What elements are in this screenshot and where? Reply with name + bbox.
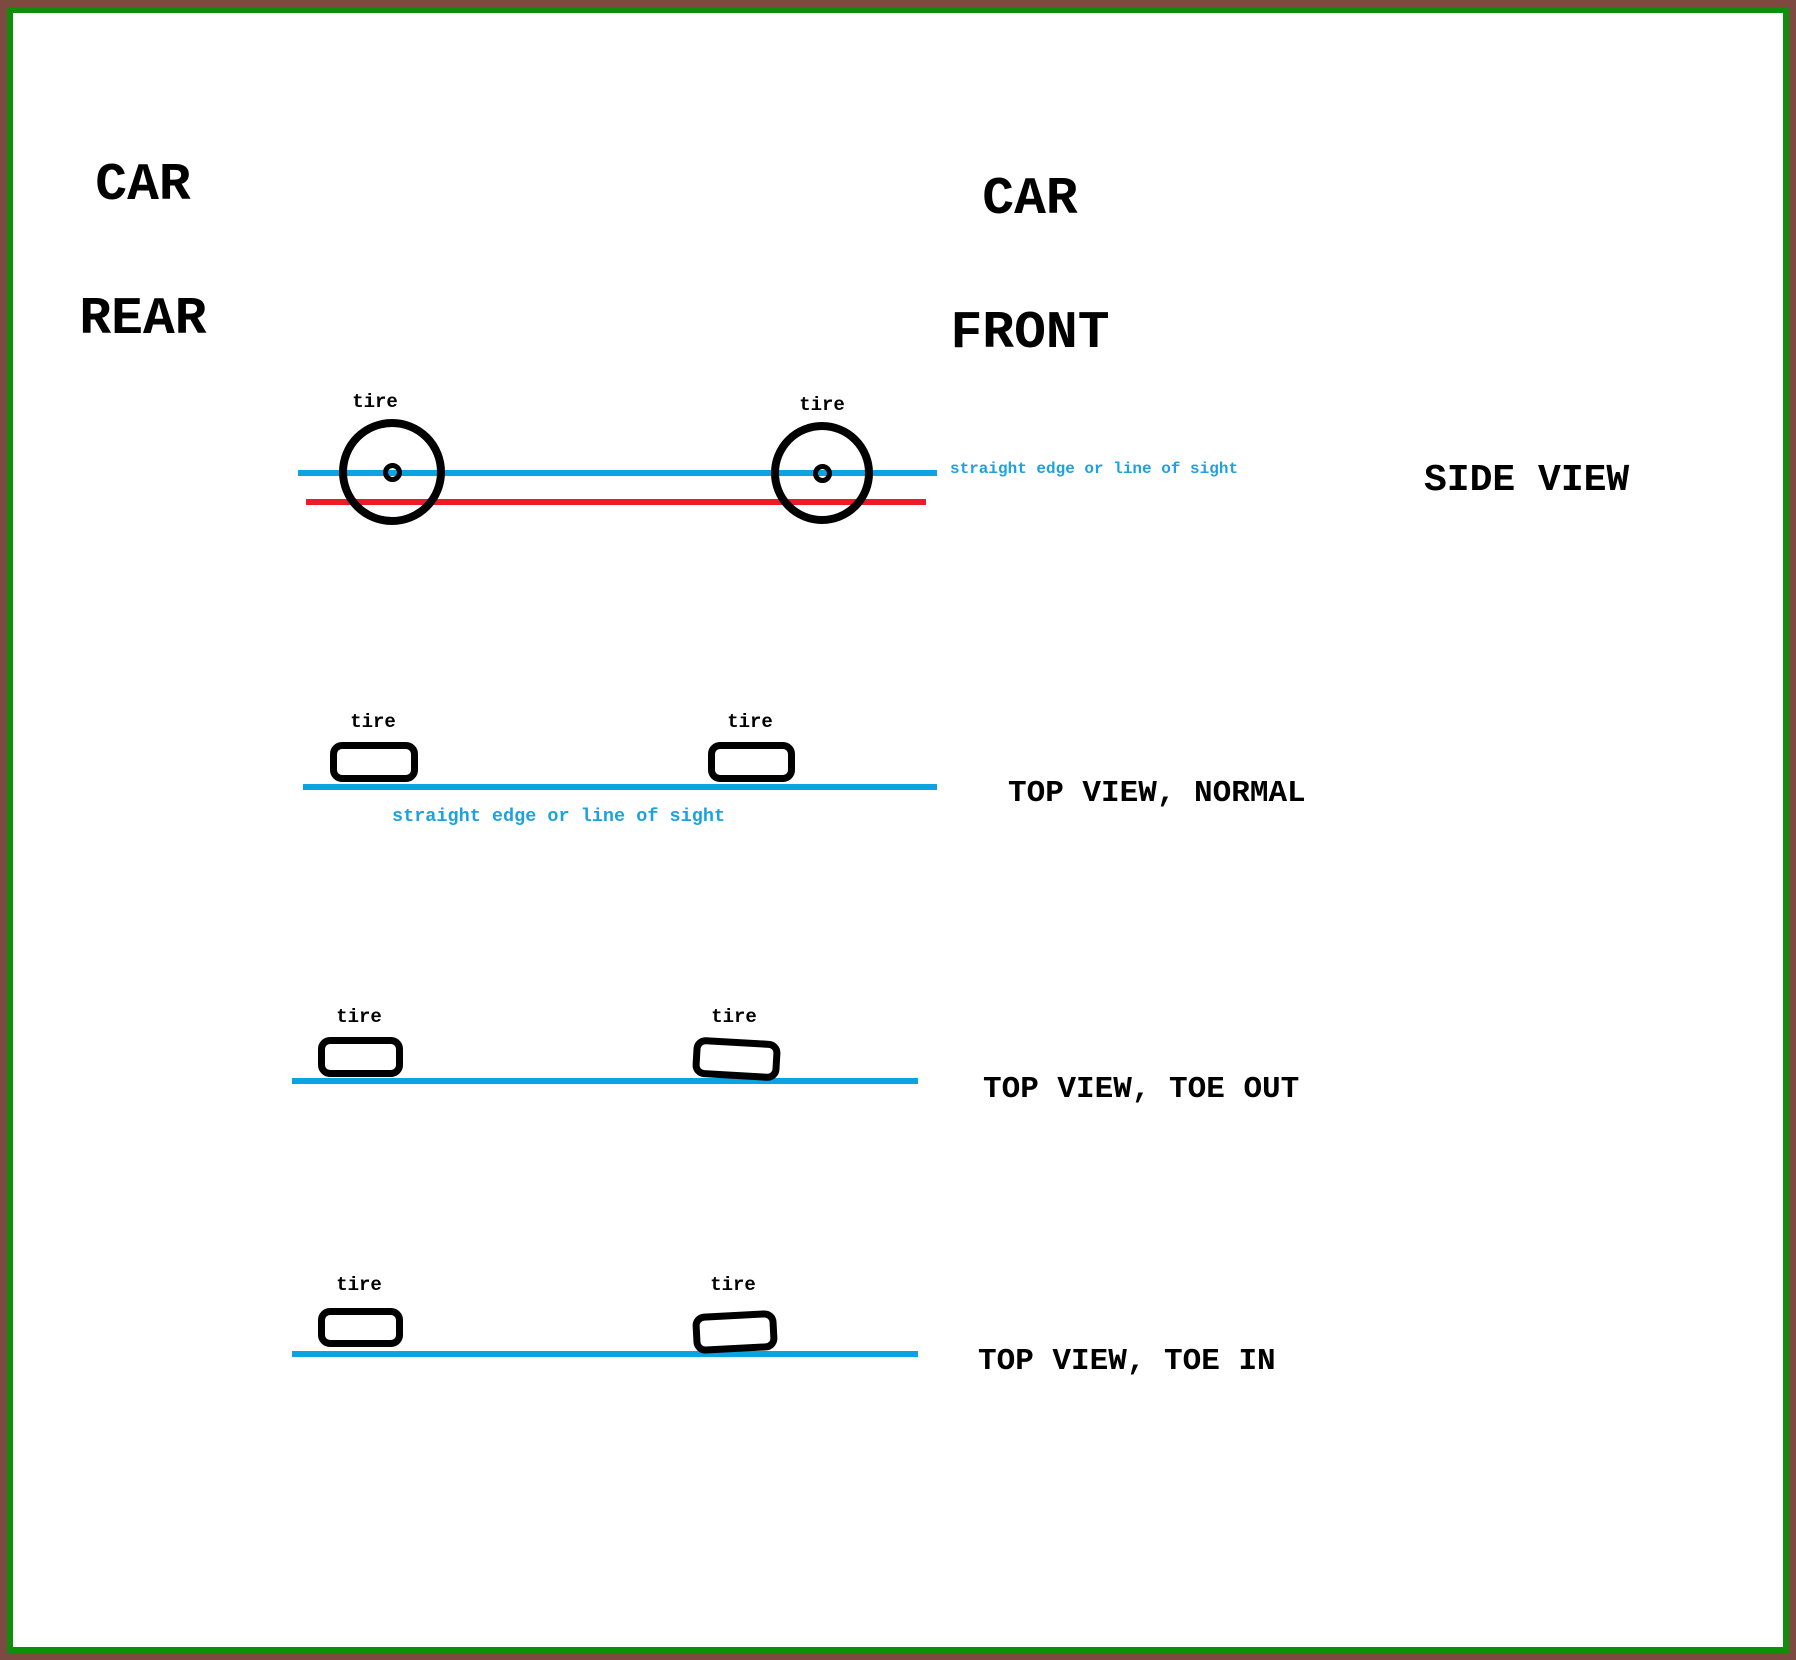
wheel-center-dot — [383, 463, 402, 482]
tire-circle-front — [771, 422, 873, 524]
car-rear-line2: REAR — [79, 289, 207, 349]
view-title-top-view-toe-in: TOP VIEW, TOE IN — [978, 1344, 1276, 1379]
tire-circle-rear — [339, 419, 445, 525]
straight-edge-caption: straight edge or line of sight — [950, 460, 1239, 478]
straight-edge-line — [292, 1351, 918, 1357]
view-title-top-view-toe-out: TOP VIEW, TOE OUT — [983, 1072, 1300, 1107]
view-title-top-view-normal: TOP VIEW, NORMAL — [1008, 776, 1306, 811]
tire-top-rect-rear — [330, 742, 418, 782]
tire-label: tire — [711, 1006, 757, 1028]
tire-top-rect-front-toed-out — [691, 1036, 782, 1082]
car-rear-line1: CAR — [95, 155, 191, 215]
tire-label: tire — [710, 1274, 756, 1296]
view-title-side-view: SIDE VIEW — [1424, 459, 1630, 502]
straight-edge-line — [303, 784, 937, 790]
tire-top-rect-rear — [318, 1037, 403, 1077]
tire-label: tire — [350, 711, 396, 733]
inner-green-border — [7, 7, 1789, 1653]
car-rear-label: CAR REAR — [58, 152, 228, 353]
tire-top-rect-front — [708, 742, 795, 782]
tire-top-rect-front-toed-in — [692, 1309, 778, 1355]
car-front-line1: CAR — [982, 169, 1078, 229]
wheel-center-dot — [813, 464, 832, 483]
tire-top-rect-rear — [318, 1308, 403, 1347]
tire-label: tire — [799, 394, 845, 416]
tire-label: tire — [336, 1006, 382, 1028]
car-front-line2: FRONT — [950, 303, 1110, 363]
red-reference-line — [306, 499, 926, 505]
tire-label: tire — [352, 391, 398, 413]
straight-edge-line — [292, 1078, 918, 1084]
car-front-label: CAR FRONT — [940, 166, 1120, 367]
tire-label: tire — [727, 711, 773, 733]
straight-edge-line — [298, 470, 937, 476]
straight-edge-caption: straight edge or line of sight — [392, 806, 726, 827]
tire-label: tire — [336, 1274, 382, 1296]
